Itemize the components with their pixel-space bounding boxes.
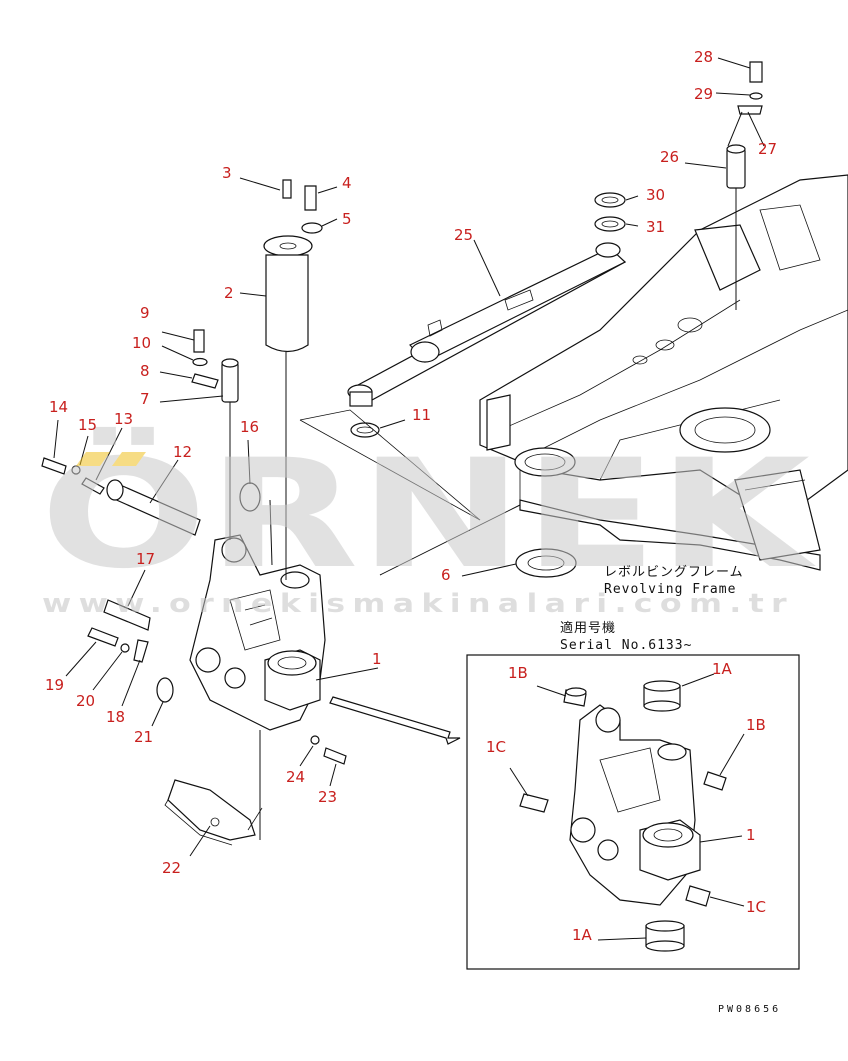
callout-24: 24 — [286, 768, 305, 786]
serial-label-jp: 適用号機 — [560, 620, 616, 636]
pin-17-group — [87, 599, 347, 765]
callout-19: 19 — [45, 676, 64, 694]
callout-3: 3 — [222, 164, 232, 182]
callout-21: 21 — [134, 728, 153, 746]
callout-29: 29 — [694, 85, 713, 103]
drawing-code: PW08656 — [718, 1004, 781, 1015]
callout-9: 9 — [140, 304, 150, 322]
boom-cylinder-25 — [347, 242, 627, 407]
swing-bracket-1 — [189, 534, 326, 731]
pin-26-group — [726, 61, 763, 310]
callouts: 1 2 3 4 5 6 7 8 9 10 11 12 13 14 15 16 1… — [45, 48, 777, 877]
cylinder-2 — [263, 179, 323, 580]
callout-22: 22 — [162, 859, 181, 877]
callout-8: 8 — [140, 362, 150, 380]
inset-arrow — [329, 696, 461, 745]
inset-callout-1: 1 — [746, 826, 756, 844]
inset-callout-1c-bottom: 1C — [746, 898, 766, 916]
serial-inset — [466, 654, 800, 970]
callout-4: 4 — [342, 174, 352, 192]
cover-22 — [164, 779, 256, 846]
callout-23: 23 — [318, 788, 337, 806]
callout-16: 16 — [240, 418, 259, 436]
labels: レボルビングフレーム Revolving Frame 適用号機 Serial N… — [560, 565, 781, 1015]
callout-14: 14 — [49, 398, 68, 416]
pin-12 — [41, 457, 261, 536]
revolving-frame — [479, 174, 848, 571]
callout-28: 28 — [694, 48, 713, 66]
inset-callout-1a-top: 1A — [712, 660, 733, 678]
callout-11: 11 — [412, 406, 431, 424]
callout-17: 17 — [136, 550, 155, 568]
watermark-brand: ÖRNEK — [40, 426, 816, 602]
callout-15: 15 — [78, 416, 97, 434]
inset-callout-1b-top: 1B — [508, 664, 528, 682]
callout-2: 2 — [224, 284, 234, 302]
inset-callout-1a-bottom: 1A — [572, 926, 593, 944]
frame-label-en: Revolving Frame — [604, 582, 736, 597]
callout-7: 7 — [140, 390, 150, 408]
leader-lines — [53, 57, 765, 857]
callout-31: 31 — [646, 218, 665, 236]
watermark-url: www.ornekismakinalari.com.tr — [42, 589, 794, 619]
callout-5: 5 — [342, 210, 352, 228]
callout-25: 25 — [454, 226, 473, 244]
callout-20: 20 — [76, 692, 95, 710]
inset-callouts: 1B 1A 1B 1C 1 1C 1A — [486, 660, 766, 944]
callout-26: 26 — [660, 148, 679, 166]
frame-label-jp: レボルビングフレーム — [604, 565, 744, 580]
callout-1: 1 — [372, 650, 382, 668]
callout-30: 30 — [646, 186, 665, 204]
shims — [350, 192, 626, 578]
callout-6: 6 — [441, 566, 451, 584]
callout-27: 27 — [758, 140, 777, 158]
serial-label-en: Serial No.6133~ — [560, 638, 692, 653]
watermark: ÖRNEK www.ornekismakinalari.com.tr — [40, 426, 816, 619]
pin-7-group — [191, 329, 239, 540]
callout-13: 13 — [114, 410, 133, 428]
callout-10: 10 — [132, 334, 151, 352]
callout-12: 12 — [173, 443, 192, 461]
inset-callout-1b-right: 1B — [746, 716, 766, 734]
callout-18: 18 — [106, 708, 125, 726]
inset-callout-1c-left: 1C — [486, 738, 506, 756]
